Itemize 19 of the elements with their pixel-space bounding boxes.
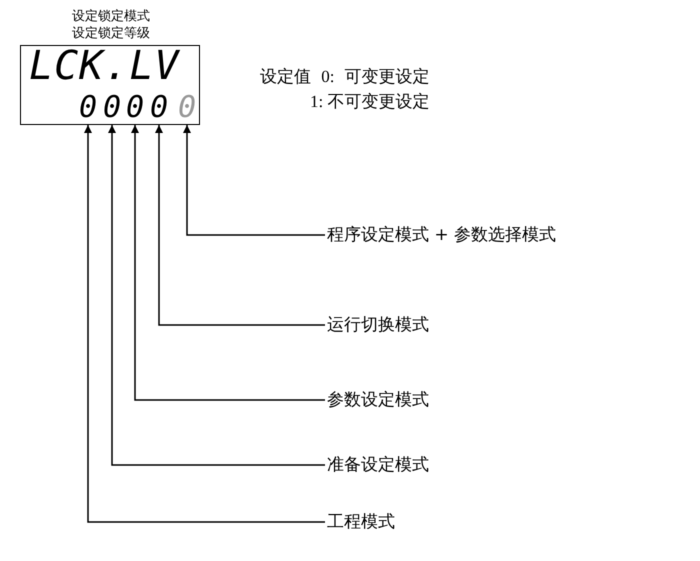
setting-note: 1: 不可变更设定 [310,91,430,113]
mode-label: 准备设定模式 [327,452,429,478]
mode-label: 工程模式 [327,509,395,535]
leader-arrow [183,125,325,236]
display-digit: 0 [148,90,170,125]
mode-label: 程序设定模式 + 参数选择模式 [327,222,556,248]
display-digit: 0 [101,90,123,125]
display-readout: LCK.LV [29,44,180,88]
leader-arrow [155,125,325,326]
leader-arrow [108,125,325,466]
display-heading: 设定锁定模式设定锁定等级 [71,8,151,42]
display-digit: 0 [124,90,146,125]
mode-label: 参数设定模式 [327,387,429,413]
leader-arrow [84,125,325,523]
display-digit: 0 [77,90,99,125]
setting-note: 设定值 0: 可变更设定 [260,66,430,88]
display-digit: 0 [176,90,198,125]
mode-label: 运行切换模式 [327,312,429,338]
leader-arrow [131,125,325,401]
